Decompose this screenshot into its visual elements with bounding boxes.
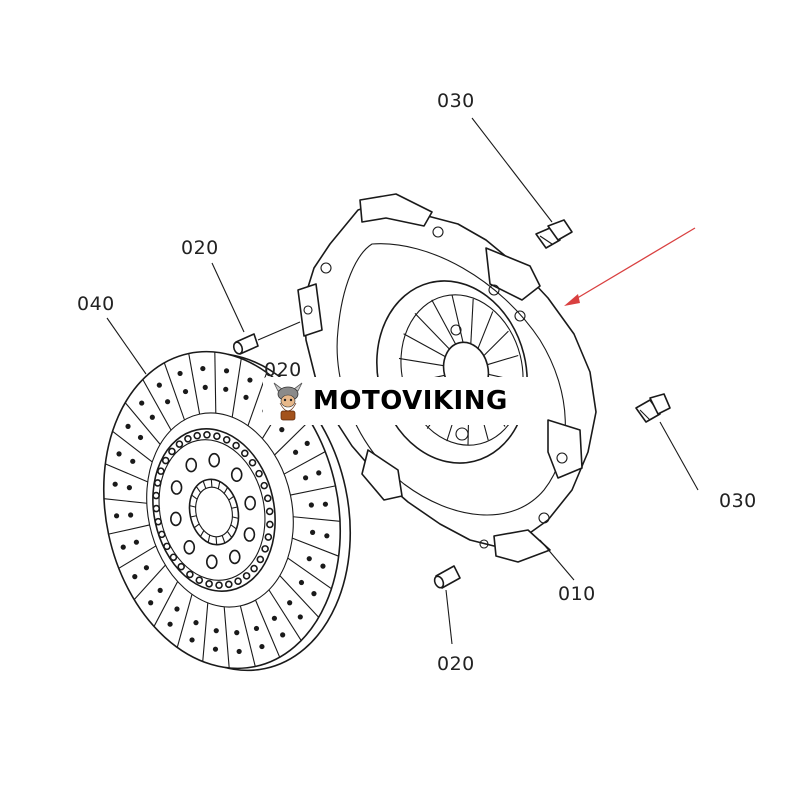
dowel-pin-upper <box>232 321 301 355</box>
clutch-disc <box>102 350 352 672</box>
label-030-right: 030 <box>719 490 757 512</box>
watermark-text: MOTOVIKING <box>313 386 508 416</box>
label-020-lower: 020 <box>437 653 475 675</box>
bolt-top <box>535 219 573 249</box>
leader-lines <box>106 117 699 645</box>
red-indicator-arrow <box>564 227 696 306</box>
label-020-middle: 020 <box>264 359 302 381</box>
label-040: 040 <box>77 293 115 315</box>
label-010: 010 <box>558 583 596 605</box>
label-030-top: 030 <box>437 90 475 112</box>
dowel-pin-lower <box>433 565 461 589</box>
bolt-right <box>635 393 671 423</box>
pressure-plate-cover <box>297 193 597 563</box>
viking-mascot-icon <box>273 382 303 421</box>
label-020-upper: 020 <box>181 237 219 259</box>
motoviking-watermark: MOTOVIKING <box>263 377 535 425</box>
